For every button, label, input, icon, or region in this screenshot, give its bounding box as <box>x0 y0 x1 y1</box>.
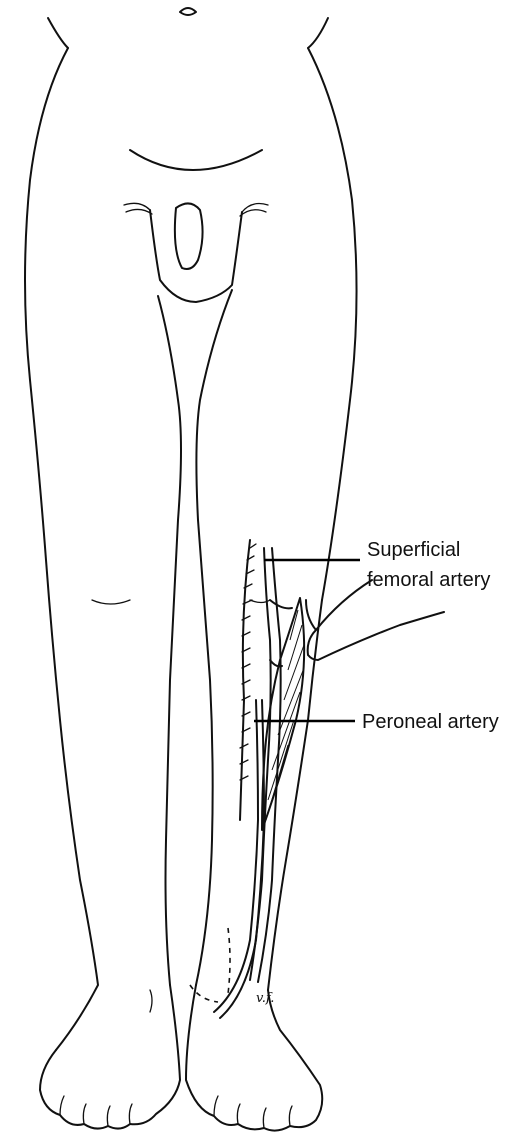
peroneal-label: Peroneal artery <box>362 711 499 733</box>
waist-right <box>308 18 328 48</box>
ankle-dashed-line <box>228 928 230 994</box>
waist-left <box>48 18 68 48</box>
right-leg-outer-contour <box>308 48 357 600</box>
left-knee-mark <box>92 600 130 604</box>
left-leg-outer-contour <box>25 48 98 1050</box>
right-leg-inner-contour <box>196 290 232 985</box>
superficial-label-line2: femoral artery <box>367 569 490 591</box>
genitals <box>150 210 242 302</box>
artist-initials: v.f. <box>256 991 274 1006</box>
groin-curve <box>130 150 262 170</box>
glans <box>175 203 203 269</box>
superficial-label-line1: Superficial <box>367 539 460 561</box>
left-leg-inner-contour <box>158 296 181 985</box>
navel <box>180 8 196 15</box>
right-foot <box>186 985 322 1131</box>
retractor <box>308 580 444 660</box>
artery-branch <box>270 600 292 608</box>
